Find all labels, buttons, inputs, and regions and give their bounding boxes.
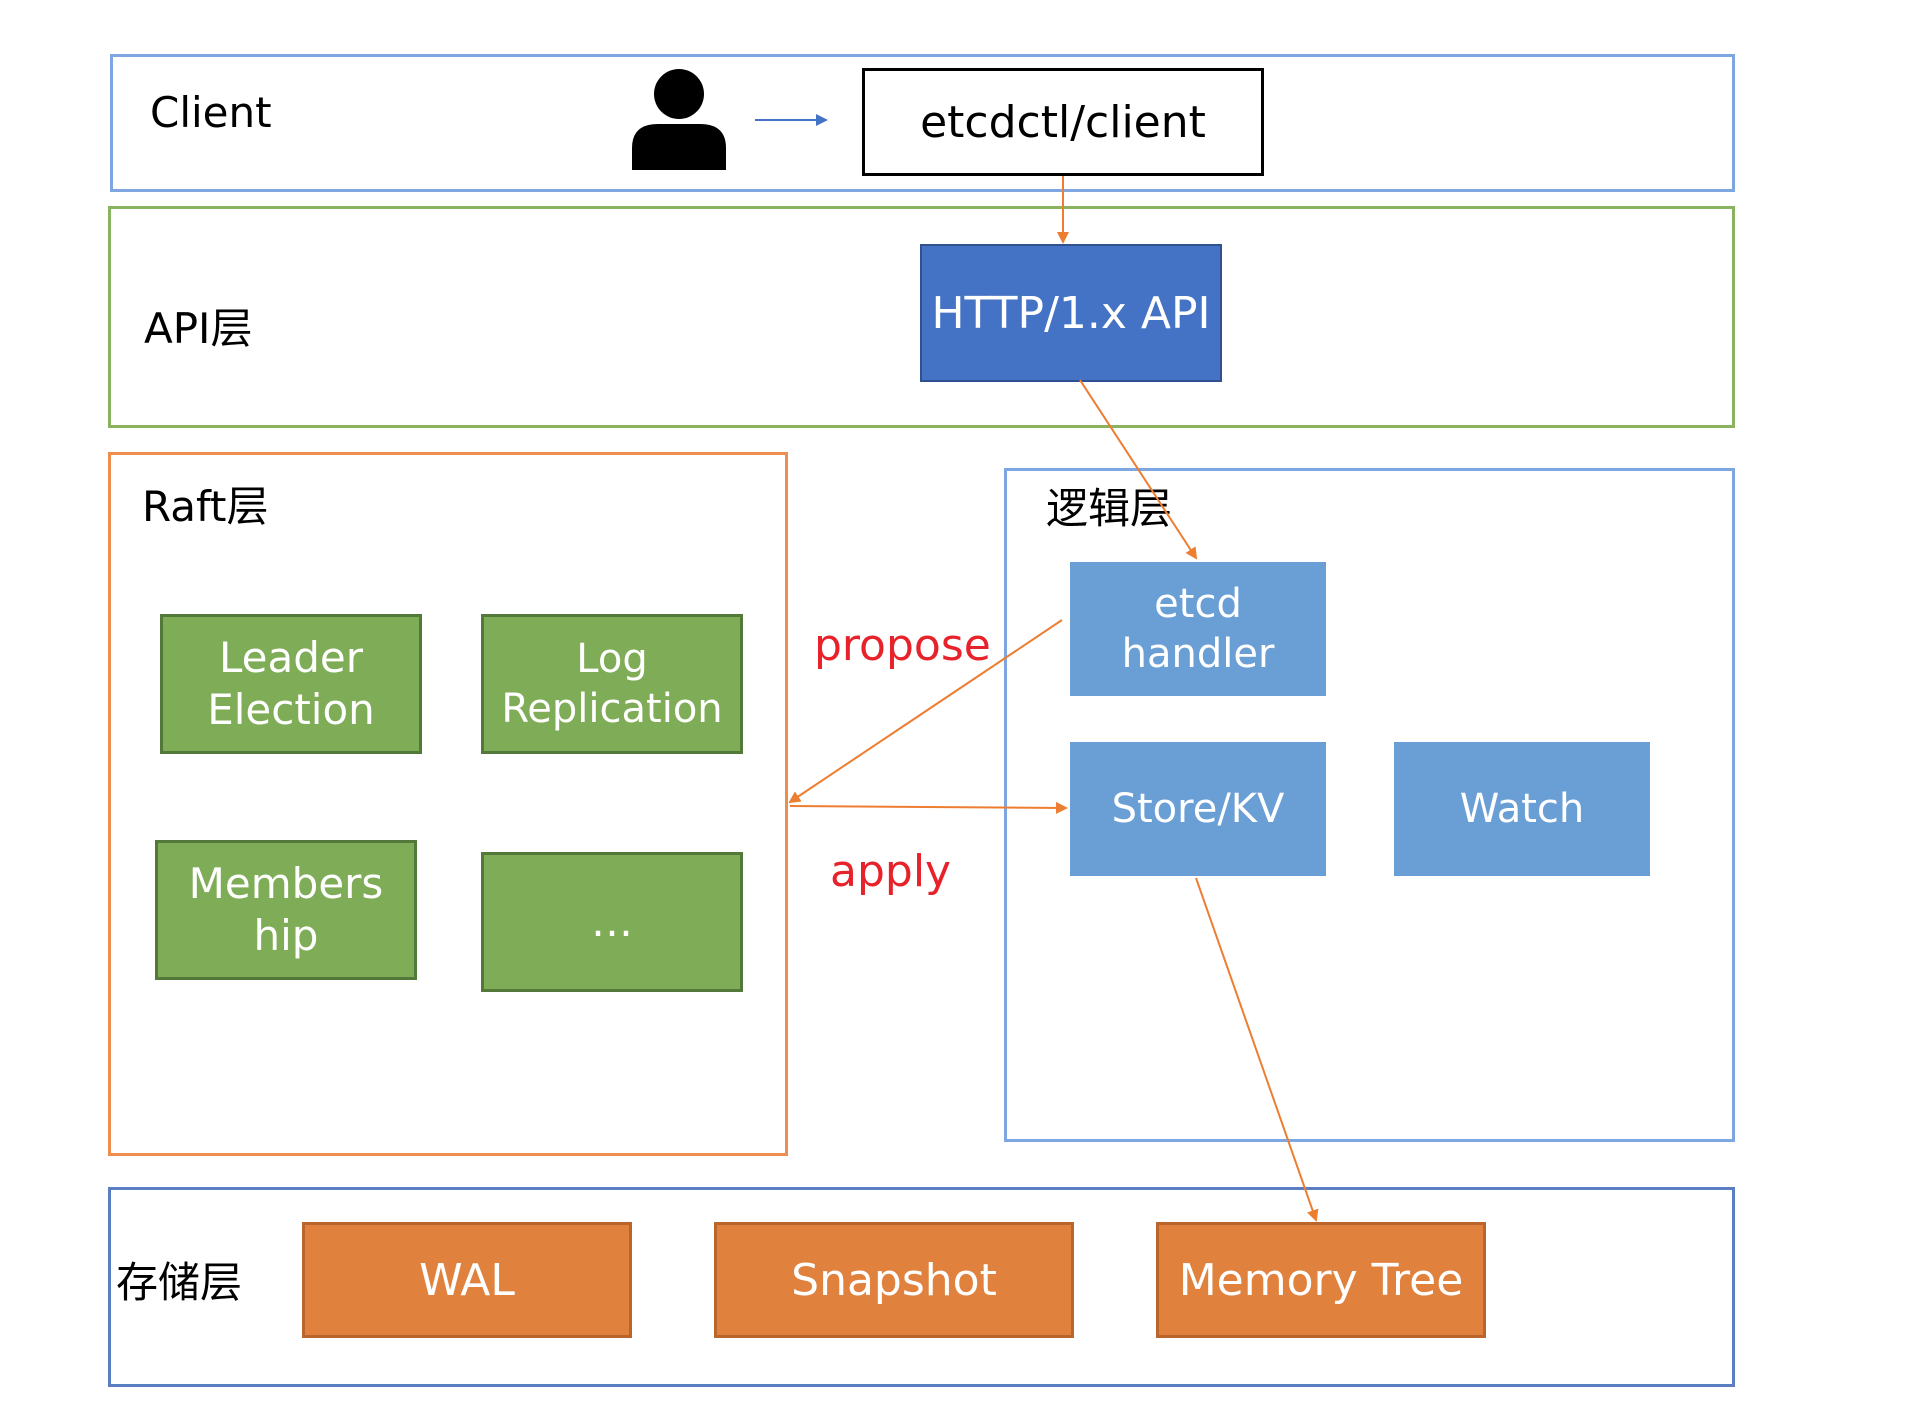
propose-arrow <box>788 619 1063 804</box>
raft-layer-label: Raft层 <box>142 482 269 531</box>
etcdctl-client-label: etcdctl/client <box>920 96 1206 148</box>
etcdctl-client-box: etcdctl/client <box>862 68 1264 176</box>
more-modules-label: … <box>591 896 633 946</box>
propose-annotation: propose <box>814 620 991 671</box>
raft-layer <box>108 452 788 1156</box>
logic-layer-label: 逻辑层 <box>1046 484 1173 533</box>
wal-box: WAL <box>302 1222 632 1338</box>
membership-box: Members hip <box>155 840 417 980</box>
leader-election-box: Leader Election <box>160 614 422 754</box>
store-to-memory-tree-arrow <box>1195 877 1319 1222</box>
memory-tree-label: Memory Tree <box>1178 1254 1464 1306</box>
http-to-handler-arrow <box>1079 379 1198 560</box>
store-kv-box: Store/KV <box>1070 742 1326 876</box>
api-layer-label: API层 <box>144 304 253 353</box>
etcd-handler-line-1: etcd <box>1154 581 1242 627</box>
client-layer <box>110 54 1735 192</box>
snapshot-label: Snapshot <box>791 1254 997 1306</box>
membership-line-2: hip <box>253 911 319 960</box>
snapshot-box: Snapshot <box>714 1222 1074 1338</box>
logic-layer <box>1004 468 1735 1142</box>
api-layer <box>108 206 1735 428</box>
store-kv-label: Store/KV <box>1111 786 1285 832</box>
watch-box: Watch <box>1394 742 1650 876</box>
etcd-handler-box: etcd handler <box>1070 562 1326 696</box>
apply-annotation: apply <box>830 846 952 897</box>
log-replication-box: Log Replication <box>481 614 743 754</box>
more-modules-box: … <box>481 852 743 992</box>
http-api-box: HTTP/1.x API <box>920 244 1222 382</box>
log-replication-line-2: Replication <box>501 686 723 732</box>
storage-layer-label: 存储层 <box>116 1258 243 1307</box>
client-layer-label: Client <box>150 88 272 137</box>
http-api-label: HTTP/1.x API <box>931 287 1211 339</box>
etcd-handler-line-2: handler <box>1121 631 1275 677</box>
memory-tree-box: Memory Tree <box>1156 1222 1486 1338</box>
wal-label: WAL <box>419 1254 515 1306</box>
person-icon <box>632 69 726 170</box>
leader-election-line-1: Leader <box>218 632 363 682</box>
membership-line-1: Members <box>188 858 384 908</box>
watch-label: Watch <box>1459 786 1585 832</box>
leader-election-line-2: Election <box>207 685 375 734</box>
log-replication-line-1: Log <box>576 636 648 682</box>
apply-arrow <box>789 801 1068 814</box>
storage-layer <box>108 1187 1735 1387</box>
